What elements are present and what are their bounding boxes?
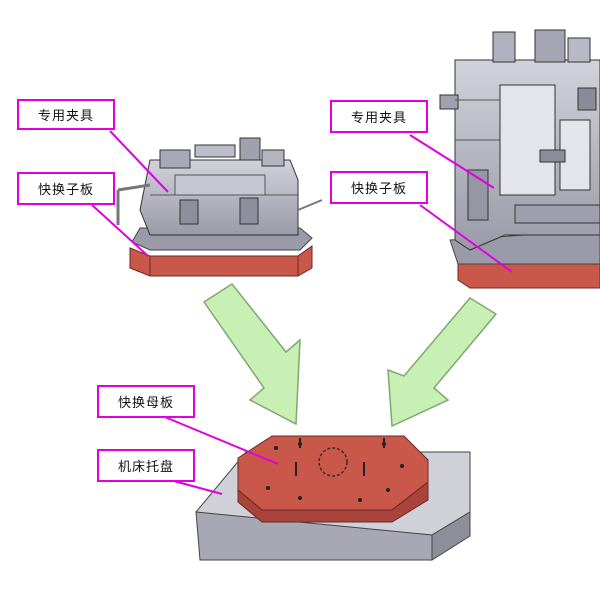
right-fixture-assembly xyxy=(439,29,600,289)
left-fixture-assembly xyxy=(116,137,323,277)
callout-line-right-sub xyxy=(419,204,513,273)
label-quick-mother-plate: 快换母板 xyxy=(97,385,195,418)
left-down-arrow xyxy=(202,283,301,426)
label-left-special-fixture: 专用夹具 xyxy=(17,99,115,130)
label-left-quick-sub-plate: 快换子板 xyxy=(17,172,115,205)
label-right-special-fixture: 专用夹具 xyxy=(330,100,428,133)
callout-line-right-fixture xyxy=(409,134,495,189)
right-quick-sub-plate xyxy=(457,261,600,289)
callout-line-left-fixture xyxy=(109,130,169,193)
callout-line-mother xyxy=(159,414,279,465)
callout-line-left-sub xyxy=(91,204,149,257)
callout-line-pallet xyxy=(169,479,223,495)
label-right-quick-sub-plate: 快换子板 xyxy=(330,171,428,204)
left-special-fixture xyxy=(139,159,299,236)
label-machine-pallet: 机床托盘 xyxy=(97,449,195,482)
quick-mother-plate xyxy=(237,435,429,523)
right-down-arrow xyxy=(387,297,498,428)
left-quick-sub-plate xyxy=(129,245,313,277)
